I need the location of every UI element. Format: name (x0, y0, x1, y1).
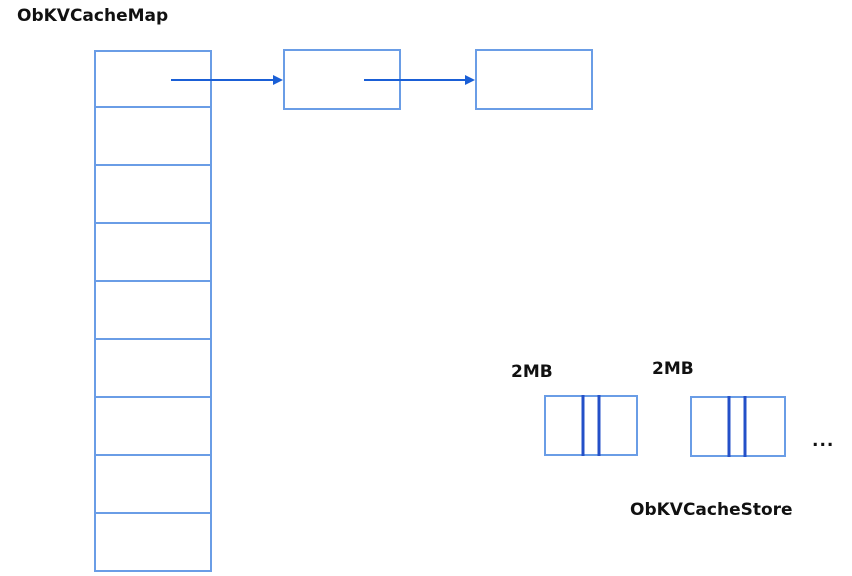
hash-bucket (94, 224, 212, 282)
more-chunks-ellipsis: ... (812, 431, 835, 451)
store-chunk-2 (690, 396, 786, 457)
chunk-size-label: 2MB (652, 359, 694, 379)
cache-store-title: ObKVCacheStore (630, 500, 793, 520)
hash-bucket (94, 514, 212, 572)
hash-bucket (94, 398, 212, 456)
chain-node-2 (475, 49, 593, 110)
store-chunk-1 (544, 395, 638, 456)
hash-bucket (94, 108, 212, 166)
cache-map-title: ObKVCacheMap (17, 6, 169, 26)
hash-bucket (94, 456, 212, 514)
hash-bucket (94, 166, 212, 224)
hash-bucket (94, 340, 212, 398)
chunk-size-label: 2MB (511, 362, 553, 382)
hash-bucket (94, 282, 212, 340)
